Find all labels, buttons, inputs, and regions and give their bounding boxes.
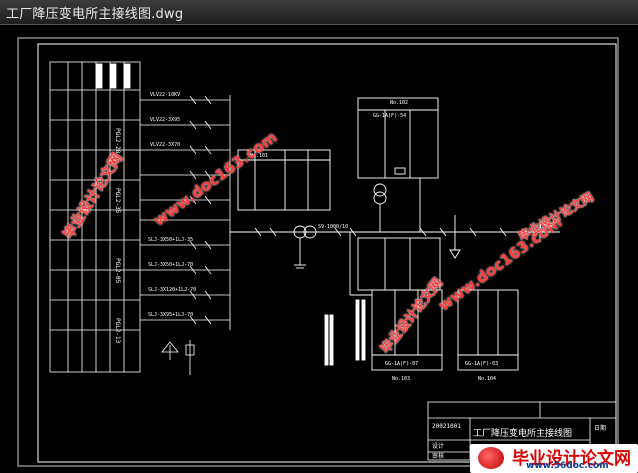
- feeder-labels: VLV22-10KV VLV22-3X95 VLV22-3X70 SLJ-3X5…: [148, 92, 196, 318]
- svg-text:SLJ-3X95+1LJ-70: SLJ-3X95+1LJ-70: [148, 312, 193, 318]
- panel-label-0: PGL2-05: [114, 258, 121, 284]
- svg-text:GG-1A(F)-03: GG-1A(F)-03: [465, 361, 498, 367]
- bus-labels: No.101 No.102 No.103 No.104 GG-1A(F)-54 …: [250, 100, 555, 382]
- logo-text: 毕业设计论文网: [512, 449, 631, 469]
- cabinet-no-103: No.103: [392, 376, 410, 382]
- incoming-line-label: LJ-95: [540, 224, 555, 230]
- outgoing-feeders: [140, 95, 231, 375]
- drawing-inner-frame: [37, 43, 617, 463]
- svg-text:设计: 设计: [432, 442, 444, 450]
- panel-table: [49, 61, 141, 373]
- svg-text:VLV22-3X95: VLV22-3X95: [150, 117, 180, 123]
- drawing-frame: [17, 37, 619, 467]
- site-logo: 毕业设计论文网 www.56doc.com: [470, 444, 638, 473]
- cabinet-no-104: No.104: [478, 376, 496, 382]
- svg-text:SLJ-3X50+1LJ-70: SLJ-3X50+1LJ-70: [148, 262, 193, 268]
- panel-table-labels: PGL2-28 PGL2-35 PGL2-05 PGL2-13: [114, 128, 121, 344]
- svg-text:SLJ-3X120+1LJ-70: SLJ-3X120+1LJ-70: [148, 287, 196, 293]
- transformer-label: S9-1000/10: [318, 224, 348, 230]
- svg-text:审核: 审核: [432, 452, 444, 460]
- cabinet-no-101: No.101: [250, 153, 268, 159]
- drawing-title: 工厂降压变电所主接线图: [473, 427, 572, 439]
- drawing-canvas[interactable]: PGL2-28 PGL2-35 PGL2-05 PGL2-13 VLV22-10…: [0, 24, 638, 473]
- cabinet-no-102: No.102: [390, 100, 408, 106]
- svg-text:GG-1A(F)-54: GG-1A(F)-54: [373, 113, 406, 119]
- main-bus: [230, 97, 560, 371]
- svg-text:VLV22-10KV: VLV22-10KV: [150, 92, 180, 98]
- panel-label-3: PGL2-13: [114, 318, 121, 344]
- logo-url: www.56doc.com: [526, 461, 609, 471]
- title-block-text: 工厂降压变电所主接线图 20021001 设计 审核 日期: [432, 423, 606, 460]
- svg-text:日期: 日期: [594, 424, 606, 432]
- svg-text:20021001: 20021001: [432, 423, 461, 430]
- panel-label-1: PGL2-28: [114, 128, 121, 154]
- svg-text:GG-1A(F)-07: GG-1A(F)-07: [385, 361, 418, 367]
- panel-label-2: PGL2-35: [114, 188, 121, 214]
- svg-text:SLJ-3X50+1LJ-35: SLJ-3X50+1LJ-35: [148, 237, 193, 243]
- svg-text:VLV22-3X70: VLV22-3X70: [150, 142, 180, 148]
- logo-icon: [478, 447, 504, 469]
- window-title: 工厂降压变电所主接线图.dwg: [6, 7, 184, 22]
- title-bar: 工厂降压变电所主接线图.dwg: [0, 0, 638, 25]
